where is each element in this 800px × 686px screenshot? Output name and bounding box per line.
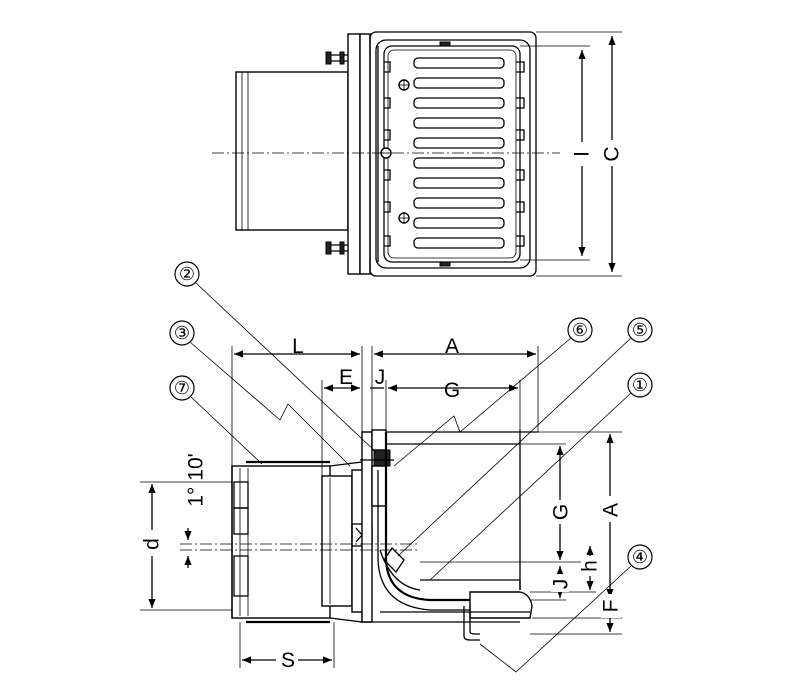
dim-h-label: h [579,560,602,572]
callout-4: ④ [479,544,653,673]
plan-screw-top [398,79,410,91]
dim-J-top-label: J [375,366,386,389]
svg-text:①: ① [632,375,648,395]
svg-text:③: ③ [174,323,190,343]
plan-stud-top [325,51,348,65]
plan-stud-bottom [325,241,348,255]
callouts: ② ③ ⑦ ⑥ ⑤ ① [169,261,653,673]
plan-grate-slots [413,57,505,249]
svg-text:②: ② [179,264,195,284]
dim-A-side-label: A [600,503,623,517]
dim-S-label: S [281,649,295,672]
side-body-shell [360,430,538,641]
svg-text:⑦: ⑦ [174,378,190,398]
plan-pipe [235,71,349,231]
plan-flange [347,33,361,275]
callout-7: ⑦ [169,375,263,465]
dim-G-side-label: G [550,504,573,520]
dim-E-label: E [339,366,353,389]
callout-5: ⑤ [397,317,653,557]
plan-view: I C [212,31,624,277]
dim-C-label: C [601,146,624,161]
svg-text:④: ④ [632,547,648,567]
dim-L-label: L [292,335,304,358]
dim-A-top-label: A [445,335,459,358]
angle-label: 1° 10' [185,453,208,506]
svg-text:⑥: ⑥ [572,320,588,340]
callout-3: ③ [169,320,351,467]
dim-F-label: F [600,600,623,613]
plan-body-outline [369,31,537,277]
dim-J-side-label: J [550,579,573,590]
side-pipe [231,460,331,624]
svg-text:⑤: ⑤ [632,320,648,340]
plan-screw-bottom [398,212,410,224]
callout-2: ② [174,261,377,453]
dim-I-label: I [571,151,594,157]
side-coupling [321,461,373,623]
side-view: L A E J G S d 1° 10' G h J [140,335,623,672]
dim-d-label: d [141,538,164,550]
callout-6: ⑥ [393,317,593,467]
callout-1: ① [429,372,653,581]
dim-G-top-label: G [444,379,460,402]
